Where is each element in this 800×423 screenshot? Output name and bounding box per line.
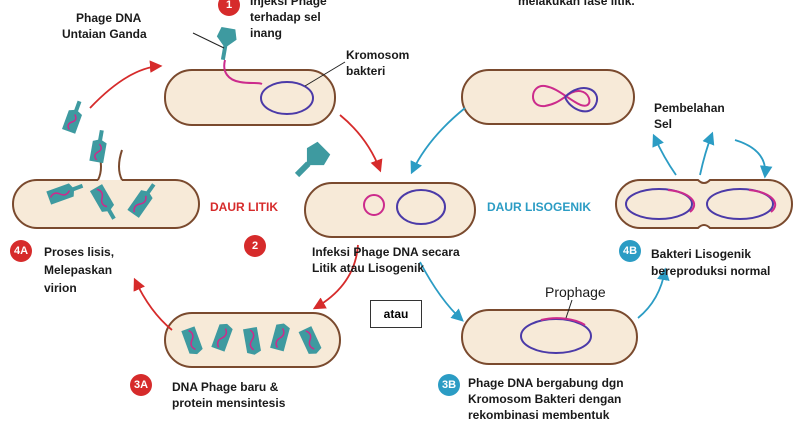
label-prophage: Prophage bbox=[545, 284, 606, 300]
arrow-4b-up-right bbox=[699, 131, 715, 176]
arrow-3a-to-4a bbox=[133, 277, 173, 331]
atau-box: atau bbox=[370, 300, 422, 328]
step-badge-1: 1 bbox=[218, 0, 240, 16]
label-step1-2: terhadap sel bbox=[250, 10, 321, 24]
cell-lysis bbox=[12, 149, 200, 229]
step-badge-2: 2 bbox=[244, 235, 266, 257]
arrow-4b-up-left bbox=[652, 133, 677, 176]
cell-prophage bbox=[461, 299, 638, 365]
phage-floating bbox=[294, 141, 331, 178]
step-badge-3b: 3B bbox=[438, 374, 460, 396]
label-step4a-1: Proses lisis, bbox=[44, 245, 115, 259]
phage-dna-circle bbox=[363, 194, 385, 216]
label-phage-dna-2: Untaian Ganda bbox=[62, 27, 147, 41]
label-step4a-3: virion bbox=[44, 281, 77, 295]
label-step4a-2: Melepaskan bbox=[44, 263, 113, 277]
cell-center bbox=[304, 182, 476, 238]
label-step3b-3: rekombinasi membentuk bbox=[468, 408, 610, 422]
released-virions bbox=[46, 100, 156, 220]
step-badge-3a: 3A bbox=[130, 374, 152, 396]
phage-pointer-line bbox=[192, 32, 225, 49]
prophage-segment bbox=[540, 317, 586, 326]
label-step4b-2: bereproduksi normal bbox=[651, 264, 771, 278]
arrow-1-to-2 bbox=[339, 114, 383, 173]
label-step3a-1: DNA Phage baru & bbox=[172, 380, 279, 394]
prophage-pointer-line bbox=[565, 299, 573, 319]
figure-eight-dna bbox=[532, 84, 591, 108]
arrow-3b-to-4b bbox=[637, 267, 670, 319]
label-pembelahan-2: Sel bbox=[654, 117, 673, 131]
label-step3a-2: protein mensintesis bbox=[172, 396, 286, 410]
injected-dna bbox=[223, 59, 263, 85]
arrow-division-loop bbox=[734, 139, 773, 179]
label-kromosom-1: Kromosom bbox=[346, 48, 410, 62]
bacterial-chromosome bbox=[260, 81, 314, 115]
phage-attached bbox=[216, 26, 237, 61]
label-step3b-1: Phage DNA bergabung dgn bbox=[468, 376, 624, 390]
label-step4b-1: Bakteri Lisogenik bbox=[651, 247, 752, 261]
label-step1-1: Injeksi Phage bbox=[250, 0, 327, 8]
cell-dividing bbox=[615, 179, 793, 229]
label-top-right: melakukan fase litik. bbox=[518, 0, 635, 8]
cell-synthesis bbox=[164, 312, 341, 368]
step-badge-4b: 4B bbox=[619, 240, 641, 262]
label-phage-dna-1: Phage DNA bbox=[76, 11, 142, 25]
label-step2-2: Litik atau Lisogenik bbox=[312, 261, 425, 275]
label-daur-litik: DAUR LITIK bbox=[210, 200, 278, 214]
kromosom-pointer-line bbox=[304, 61, 346, 87]
cell-lysogenic-top bbox=[461, 69, 635, 125]
label-step3b-2: Kromosom Bakteri dengan bbox=[468, 392, 622, 406]
arrow-2-to-3a bbox=[312, 244, 359, 310]
label-kromosom-2: bakteri bbox=[346, 64, 386, 78]
cell-infection bbox=[164, 59, 336, 126]
label-daur-lisogenik: DAUR LISOGENIK bbox=[487, 200, 592, 214]
bacterial-chromosome bbox=[396, 189, 446, 225]
step-badge-4a: 4A bbox=[10, 240, 32, 262]
arrow-lysogenic-top-to-2 bbox=[410, 107, 466, 175]
arrow-4a-to-1 bbox=[89, 60, 163, 109]
label-pembelahan-1: Pembelahan bbox=[654, 101, 725, 115]
label-step1-3: inang bbox=[250, 26, 282, 40]
label-step2-1: Infeksi Phage DNA secara bbox=[312, 245, 460, 259]
arrow-2-to-3b bbox=[419, 261, 464, 322]
